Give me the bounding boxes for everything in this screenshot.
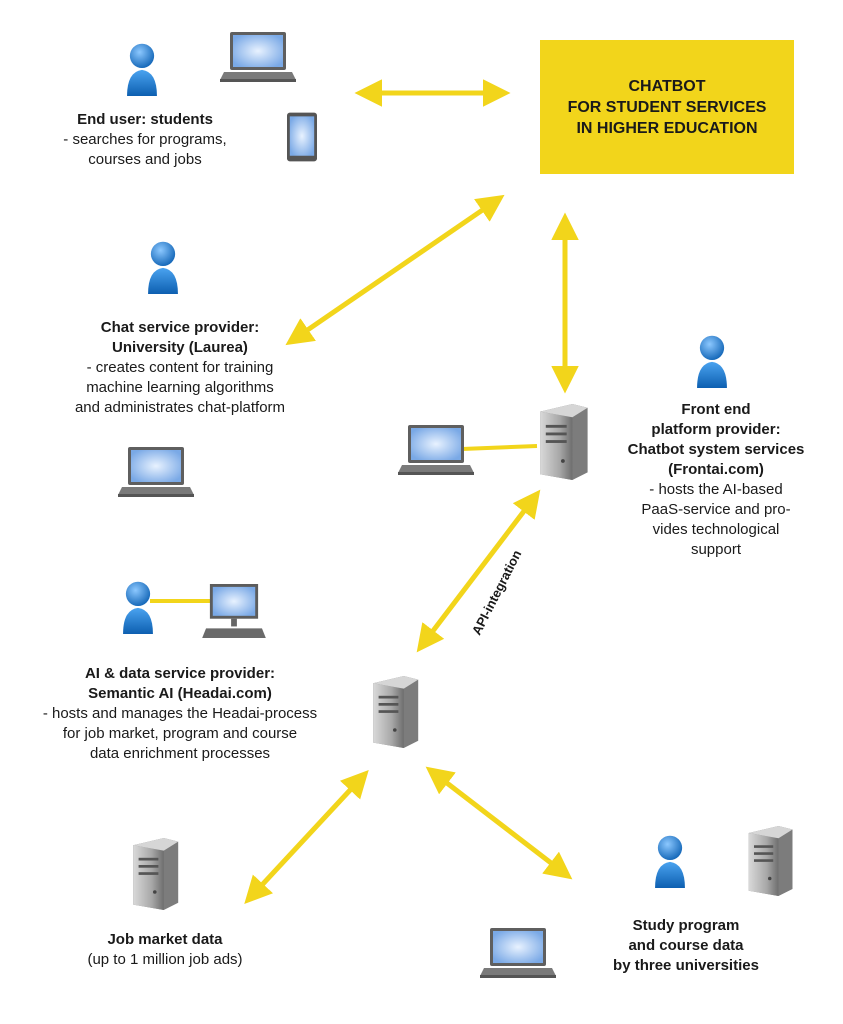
connector-laptop-frontend-server <box>461 444 538 451</box>
end-user-line-2: courses and jobs <box>88 151 202 168</box>
chat-provider-line-2: machine learning algorithms <box>86 379 274 396</box>
arrow-chatprovider-chatbot <box>285 194 505 346</box>
chatbot-box: CHATBOT FOR STUDENT SERVICES IN HIGHER E… <box>540 40 794 174</box>
job-market-title: Job market data <box>107 931 223 948</box>
chat-provider-laptop-icon <box>118 447 194 497</box>
end-user-title: End user: students <box>77 111 213 128</box>
ai-provider-line-2: for job market, program and course <box>62 725 298 742</box>
arrow-ai-studydata <box>425 766 573 880</box>
study-data-laptop-icon <box>480 928 556 978</box>
ai-provider-line-3: data enrichment processes <box>89 745 271 762</box>
front-end-line-4: support <box>690 541 742 558</box>
ai-provider-text: AI & data service provider: Semantic AI … <box>10 664 350 764</box>
front-end-title-4: (Frontai.com) <box>668 461 764 478</box>
ai-provider-person-icon <box>123 581 153 634</box>
study-data-server-icon <box>748 826 793 896</box>
front-end-server-icon <box>540 404 588 480</box>
end-user-line-1: - searches for programs, <box>63 131 227 148</box>
front-end-line-1: - hosts the AI-based <box>649 481 783 498</box>
job-market-server-icon <box>133 838 179 910</box>
chatbot-line-1: CHATBOT <box>628 77 706 95</box>
chat-provider-text: Chat service provider: University (Laure… <box>40 318 320 418</box>
chat-provider-line-1: - creates content for training <box>86 359 274 376</box>
job-market-text: Job market data (up to 1 million job ads… <box>40 930 290 970</box>
chatbot-line-3: IN HIGHER EDUCATION <box>576 119 758 137</box>
ai-provider-server-icon <box>373 676 419 748</box>
front-end-text: Front end platform provider: Chatbot sys… <box>596 400 836 560</box>
chat-provider-line-3: and administrates chat-platform <box>74 399 286 416</box>
chat-provider-title-2: University (Laurea) <box>112 339 248 356</box>
study-data-text: Study program and course data by three u… <box>566 916 806 976</box>
arrow-ai-jobmarket <box>244 769 369 905</box>
chat-provider-title-1: Chat service provider: <box>100 319 260 336</box>
study-data-person-icon <box>655 835 685 888</box>
study-data-title-3: by three universities <box>613 957 759 974</box>
end-user-person-icon <box>127 43 157 96</box>
front-end-line-3: vides technological <box>652 521 780 538</box>
front-end-title-3: Chatbot system services <box>627 441 805 458</box>
front-end-person-icon <box>697 335 727 388</box>
end-user-phone-icon <box>287 112 317 162</box>
front-end-line-2: PaaS-service and pro- <box>641 501 791 518</box>
end-user-text: End user: students - searches for progra… <box>20 110 270 170</box>
ai-provider-title-1: AI & data service provider: <box>84 665 276 682</box>
ai-provider-desktop-icon <box>202 584 266 638</box>
study-data-title-1: Study program <box>632 917 740 934</box>
ai-provider-line-1: - hosts and manages the Headai-process <box>42 705 318 722</box>
front-end-laptop-icon <box>398 425 474 475</box>
end-user-laptop-icon <box>220 32 296 82</box>
front-end-title-2: platform provider: <box>651 421 781 438</box>
chatbot-line-2: FOR STUDENT SERVICES <box>567 98 767 116</box>
ai-provider-title-2: Semantic AI (Headai.com) <box>88 685 272 702</box>
job-market-line: (up to 1 million job ads) <box>87 951 243 968</box>
study-data-title-2: and course data <box>628 937 744 954</box>
arrow-api-integration <box>416 489 541 653</box>
chat-provider-person-icon <box>148 241 178 294</box>
front-end-title-1: Front end <box>681 401 751 418</box>
